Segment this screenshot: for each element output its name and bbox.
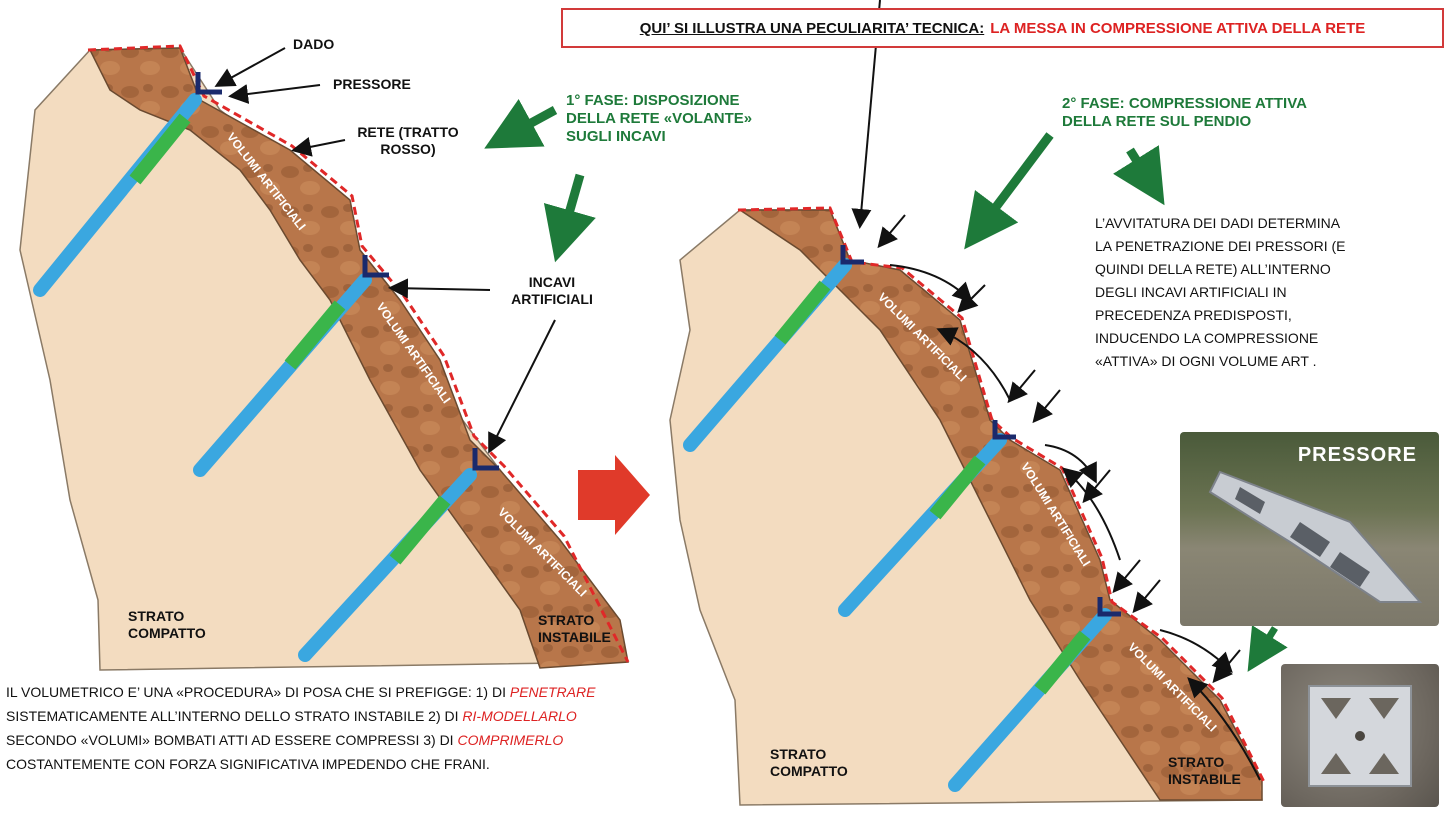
bottom-line-2: SISTEMATICAMENTE ALL’INTERNO DELLO STRAT…	[6, 704, 595, 728]
phase1-line3: SUGLI INCAVI	[566, 128, 752, 146]
green-arrow-5	[1255, 628, 1275, 660]
transition-arrow	[578, 455, 650, 535]
description-line: QUINDI DELLA RETE) ALL’INTERNO	[1095, 258, 1346, 281]
phase2-line1: 2° FASE: COMPRESSIONE ATTIVA	[1062, 95, 1307, 113]
arrow-rete	[295, 140, 345, 150]
label-pressore: PRESSORE	[333, 76, 411, 93]
phase1-line2: DELLA RETE «VOLANTE»	[566, 110, 752, 128]
arrow-incavi-2	[490, 320, 555, 450]
bottom-line-1-highlight: PENETRARE	[510, 684, 596, 700]
label-left-strato-instabile-line2: INSTABILE	[538, 629, 611, 646]
bottom-explanation: IL VOLUMETRICO E’ UNA «PROCEDURA» DI POS…	[6, 680, 595, 776]
phase2-line2: DELLA RETE SUL PENDIO	[1062, 113, 1307, 131]
description-line: L’AVVITATURA DEI DADI DETERMINA	[1095, 212, 1346, 235]
label-rete: RETE (TRATTO ROSSO)	[348, 124, 468, 158]
description-line: DEGLI INCAVI ARTIFICIALI IN	[1095, 281, 1346, 304]
description-line: PRECEDENZA PREDISPOSTI,	[1095, 304, 1346, 327]
bottom-line-1-text: IL VOLUMETRICO E’ UNA «PROCEDURA» DI POS…	[6, 684, 510, 700]
bottom-line-1: IL VOLUMETRICO E’ UNA «PROCEDURA» DI POS…	[6, 680, 595, 704]
label-rete-line2: ROSSO)	[348, 141, 468, 158]
header-red-text: LA MESSA IN COMPRESSIONE ATTIVA DELLA RE…	[990, 20, 1365, 37]
phase1-line1: 1° FASE: DISPOSIZIONE	[566, 92, 752, 110]
label-left-strato-compatto: STRATO COMPATTO	[128, 608, 206, 642]
label-left-strato-instabile-line1: STRATO	[538, 612, 611, 629]
description-line: «ATTIVA» DI OGNI VOLUME ART .	[1095, 350, 1346, 373]
label-right-strato-instabile-line1: STRATO	[1168, 754, 1241, 771]
bottom-line-4-text: COSTANTEMENTE CON FORZA SIGNIFICATIVA IM…	[6, 756, 490, 772]
arrow-dado	[218, 48, 285, 85]
label-incavi-line1: INCAVI	[497, 274, 607, 291]
green-arrow-1	[500, 110, 555, 140]
arrow-incavi-1	[392, 288, 490, 290]
label-left-strato-instabile: STRATO INSTABILE	[538, 612, 611, 646]
bottom-line-2-text: SISTEMATICAMENTE ALL’INTERNO DELLO STRAT…	[6, 708, 462, 724]
green-arrow-2	[560, 175, 580, 245]
description-line: INDUCENDO LA COMPRESSIONE	[1095, 327, 1346, 350]
label-dado: DADO	[293, 36, 334, 53]
phase2-description: L’AVVITATURA DEI DADI DETERMINA LA PENET…	[1095, 212, 1346, 373]
green-arrow-4	[1130, 150, 1155, 190]
bottom-line-3: SECONDO «VOLUMI» BOMBATI ATTI AD ESSERE …	[6, 728, 595, 752]
bottom-line-2-highlight: RI-MODELLARLO	[462, 708, 576, 724]
label-rete-line1: RETE (TRATTO	[348, 124, 468, 141]
green-arrow-3	[975, 135, 1050, 235]
pressore-photo-top	[1281, 664, 1439, 807]
header-underlined-text: QUI’ SI ILLUSTRA UNA PECULIARITA’ TECNIC…	[640, 20, 984, 37]
label-incavi-line2: ARTIFICIALI	[497, 291, 607, 308]
description-line: LA PENETRAZIONE DEI PRESSORI (E	[1095, 235, 1346, 258]
label-right-strato-instabile-line2: INSTABILE	[1168, 771, 1241, 788]
label-right-strato-compatto: STRATO COMPATTO	[770, 746, 848, 780]
header-banner: QUI’ SI ILLUSTRA UNA PECULIARITA’ TECNIC…	[561, 8, 1444, 48]
label-right-strato-compatto-line2: COMPATTO	[770, 763, 848, 780]
phase2-text: 2° FASE: COMPRESSIONE ATTIVA DELLA RETE …	[1062, 95, 1307, 131]
phase1-text: 1° FASE: DISPOSIZIONE DELLA RETE «VOLANT…	[566, 92, 752, 146]
pressore-top-drawing	[1281, 664, 1439, 807]
label-left-strato-compatto-line2: COMPATTO	[128, 625, 206, 642]
label-incavi: INCAVI ARTIFICIALI	[497, 274, 607, 308]
label-left-strato-compatto-line1: STRATO	[128, 608, 206, 625]
label-right-strato-compatto-line1: STRATO	[770, 746, 848, 763]
arrow-pressore	[232, 85, 320, 96]
bottom-line-3-highlight: COMPRIMERLO	[457, 732, 563, 748]
pressore-photo-side: PRESSORE	[1180, 432, 1439, 626]
bottom-line-3-text: SECONDO «VOLUMI» BOMBATI ATTI AD ESSERE …	[6, 732, 457, 748]
label-right-strato-instabile: STRATO INSTABILE	[1168, 754, 1241, 788]
pressore-photo-label: PRESSORE	[1298, 444, 1417, 467]
bottom-line-4: COSTANTEMENTE CON FORZA SIGNIFICATIVA IM…	[6, 752, 595, 776]
